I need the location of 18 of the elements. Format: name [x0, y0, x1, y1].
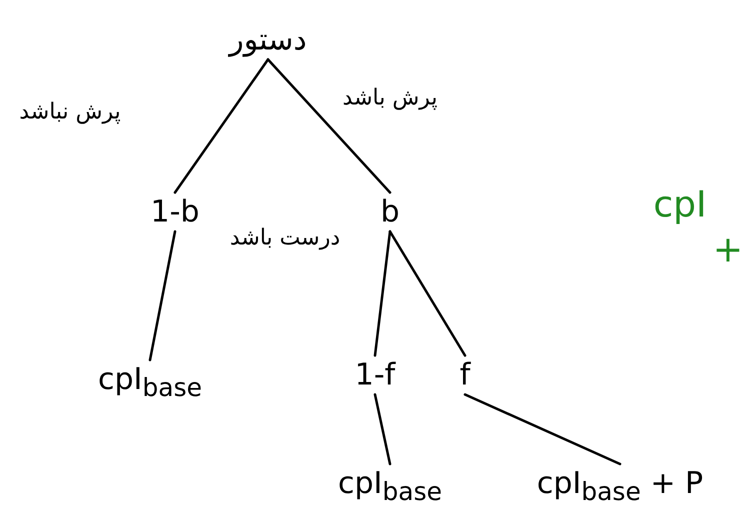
connector-line: [388, 230, 466, 357]
node-text: f: [456, 356, 474, 394]
node-text: 1-b: [148, 192, 202, 232]
node-text: 1-f: [352, 356, 398, 394]
connector-line: [174, 58, 270, 194]
edge-label: پرش باشد: [340, 86, 440, 110]
node-text: دستور: [226, 20, 310, 60]
node-text: b: [377, 192, 403, 232]
annotation-text: cpI: [653, 184, 707, 226]
annotation-text: +: [712, 230, 742, 270]
connector-line: [374, 393, 392, 466]
node-text: cpI$_{base}$: [335, 464, 445, 508]
node-text: cpI$_{base}$ + P: [534, 464, 706, 508]
connector-line: [464, 393, 622, 466]
node-text: cpI$_{base}$: [95, 360, 205, 404]
connector-line: [266, 58, 392, 194]
connector-line: [148, 230, 176, 362]
connector-line: [374, 230, 392, 357]
